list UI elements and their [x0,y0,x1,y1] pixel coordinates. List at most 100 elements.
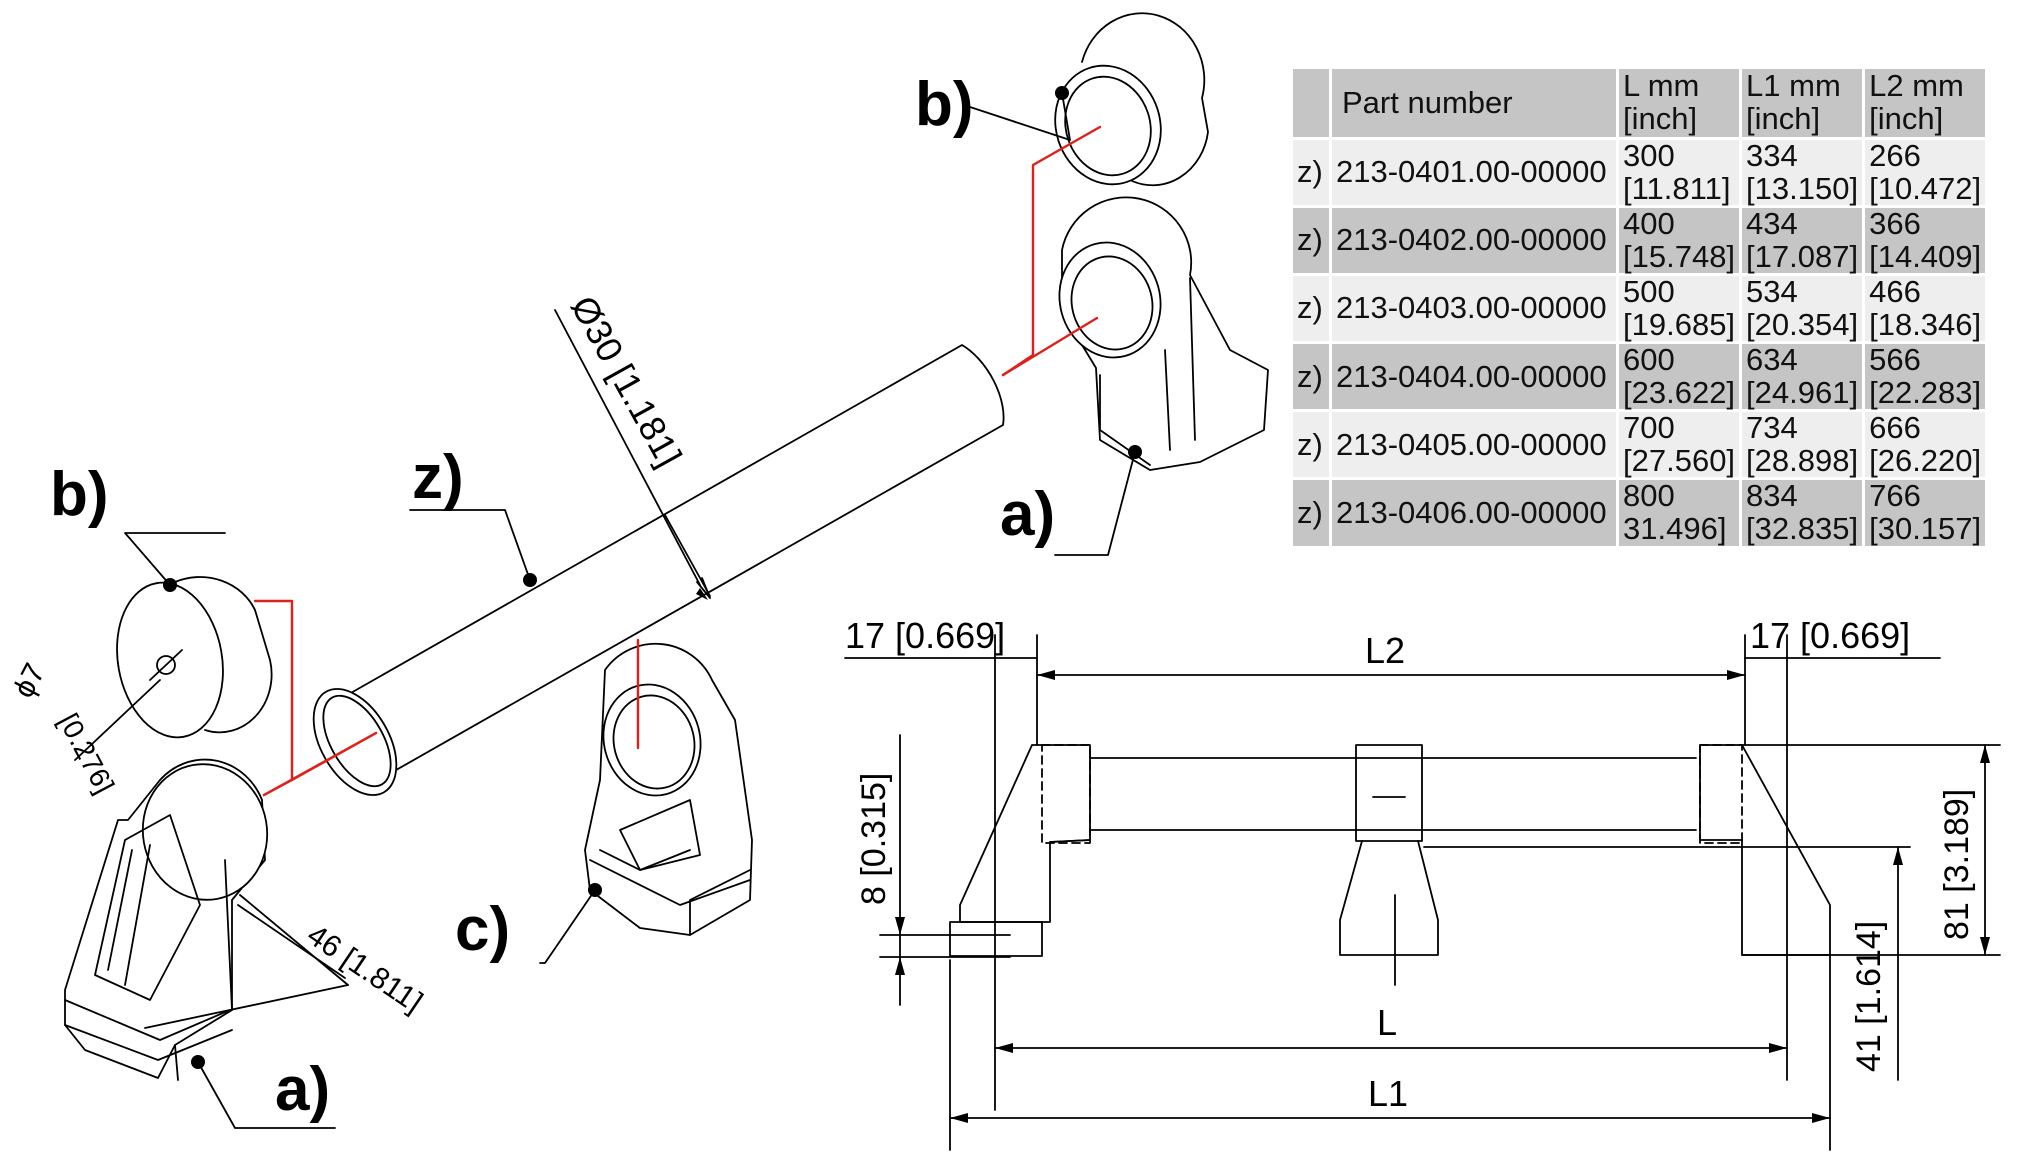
row-tag: z) [1293,412,1329,478]
row-part-number: 213-0403.00-00000 [1332,276,1616,342]
row-L-in: 31.496] [1623,511,1727,547]
row-L2-in: [10.472] [1869,170,1982,206]
row-L1-mm: 434 [1746,206,1798,242]
row-L1-in: [28.898] [1746,442,1859,478]
row-L2-mm: 466 [1869,274,1921,310]
label-a-top: a) [1000,480,1055,549]
row-L-in: [19.685] [1623,306,1736,342]
header-L1-unit: [inch] [1746,101,1821,136]
arrow-heads [696,588,1990,1123]
row-part-number: 213-0402.00-00000 [1332,208,1616,274]
row-L2-mm: 766 [1869,478,1921,514]
row-L: 600[23.622] [1619,342,1740,410]
header-part-number-label: Part number [1342,84,1513,120]
dim-L2: L2 [1365,630,1405,671]
header-L-label: L mm [1623,68,1700,104]
row-part-number: 213-0405.00-00000 [1332,412,1616,478]
row-L1: 834[32.835] [1742,478,1863,547]
row-L2-in: [14.409] [1869,238,1982,274]
row-L2: 566[22.283] [1865,344,1986,410]
row-L1-in: [24.961] [1746,374,1859,410]
table-header-part-number: Part number [1332,69,1616,137]
row-L1-mm: 834 [1746,478,1798,514]
row-L-mm: 800 [1623,478,1675,514]
row-L-in: [23.622] [1623,374,1736,410]
row-L-in: [15.748] [1623,238,1736,274]
row-tag: z) [1293,276,1329,342]
row-L-mm: 300 [1623,138,1675,173]
row-L1-mm: 734 [1746,410,1798,446]
label-b-left: b) [50,460,109,529]
row-L-mm: 500 [1623,274,1675,310]
support-bottom-left [64,758,269,1081]
row-L1-mm: 334 [1746,138,1798,173]
dim-height-small: 8 [0.315] [855,773,893,905]
dim-foot-width: 46 [1.811] [301,918,428,1019]
row-L-mm: 400 [1623,206,1675,242]
header-L2-unit: [inch] [1869,101,1944,136]
tube-part [312,344,1005,796]
row-L1-in: [17.087] [1746,238,1859,274]
row-L2: 466[18.346] [1865,274,1986,342]
row-L-mm: 600 [1623,342,1675,378]
row-tag: z) [1293,140,1329,206]
row-L2-in: [18.346] [1869,306,1982,342]
row-L1-mm: 634 [1746,342,1798,378]
row-L1-in: [32.835] [1746,511,1859,547]
row-L2-in: [30.157] [1869,511,1982,547]
label-b-top: b) [915,70,974,139]
row-L-mm: 700 [1623,410,1675,446]
row-L1: 334[13.150] [1742,138,1863,206]
header-L-unit: [inch] [1623,101,1698,136]
row-L: 300[11.811] [1619,138,1740,206]
leader-lines [124,92,1136,1129]
label-c: c) [455,895,510,964]
front-view [844,634,2001,1151]
center-lines [253,125,1102,797]
leader-dots [163,86,1142,1069]
table-header-L: L mm[inch] [1619,68,1740,137]
row-L2-in: [26.220] [1869,442,1982,478]
row-L1: 634[24.961] [1742,342,1863,410]
dim-height-total: 81 [3.189] [1938,789,1976,940]
row-tag: z) [1293,344,1329,410]
row-L1: 434[17.087] [1742,206,1863,274]
dim-height-mid: 41 [1.614] [1850,921,1888,1072]
end-cap-left [116,576,273,739]
row-L1-in: [20.354] [1746,306,1859,342]
dim-offset-right: 17 [0.669] [1750,615,1910,656]
end-cap-top [1054,12,1209,187]
row-part-number: 213-0404.00-00000 [1332,344,1616,410]
label-a-bottom: a) [275,1055,330,1124]
row-L: 500[19.685] [1619,274,1740,342]
support-middle [584,642,753,936]
label-z: z) [412,443,464,512]
row-tag: z) [1293,208,1329,274]
dim-hole-diameter-in: [0.276] [53,708,121,798]
table-header-tag [1293,69,1329,137]
row-L1: 734[28.898] [1742,410,1863,478]
part-number-table: Part number L mm[inch] L1 mm[inch] L2 mm… [1290,66,1988,549]
dim-L1: L1 [1368,1073,1408,1114]
dimension-lines-3d [74,309,711,1029]
row-L: 700[27.560] [1619,410,1740,478]
dim-offset-left: 17 [0.669] [845,615,1005,656]
row-L2-mm: 366 [1869,206,1921,242]
row-L1-in: [13.150] [1746,170,1859,206]
row-L2: 266[10.472] [1865,139,1986,206]
row-L1-mm: 534 [1746,274,1798,310]
row-L1: 534[20.354] [1742,274,1863,342]
row-L2: 366[14.409] [1865,206,1986,274]
row-L: 400[15.748] [1619,206,1740,274]
dim-L: L [1377,1002,1397,1043]
row-L-in: [27.560] [1623,442,1736,478]
header-L2-label: L2 mm [1869,68,1964,104]
support-top-right [1058,196,1269,471]
header-L1-label: L1 mm [1746,68,1841,104]
